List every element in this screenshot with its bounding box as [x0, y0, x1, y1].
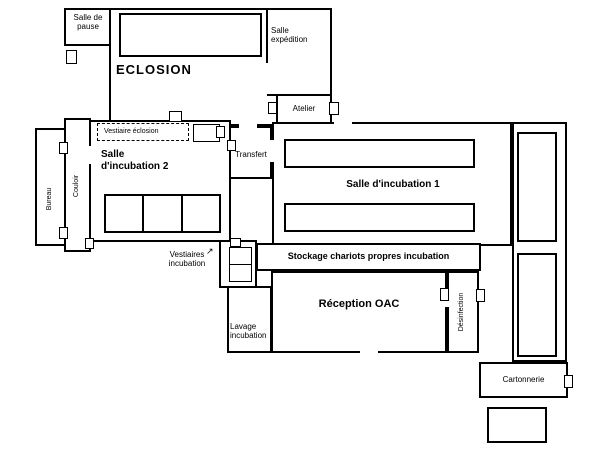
- door-symbol: [85, 238, 94, 249]
- door-symbol: [230, 238, 241, 247]
- locker-bottom: [229, 264, 252, 282]
- door-symbol: [216, 126, 225, 138]
- expedition-wall: [266, 10, 268, 63]
- door-opening: [269, 140, 276, 162]
- desinfection-label: Désinfection: [457, 292, 465, 332]
- vestiaire-eclosion-box: [97, 123, 189, 141]
- door-symbol: [59, 227, 68, 239]
- stockage-chariots-label: Stockage chariots propres incubation: [287, 251, 450, 261]
- room-stockage-chariots: [256, 243, 481, 271]
- lavage-incubation-label: Lavage incubation: [230, 322, 267, 341]
- transfert-label: Transfert: [235, 150, 267, 159]
- door-symbol: [66, 50, 77, 64]
- door-opening: [88, 146, 93, 164]
- door-symbol: [440, 288, 449, 301]
- right-wing-rack-bottom: [517, 253, 557, 357]
- room-cartonnerie: [479, 362, 568, 398]
- eclosion-label: ECLOSION: [116, 62, 192, 77]
- door-symbol: [268, 102, 277, 114]
- salle-incubation-2-label: Salle d'incubation 2: [101, 149, 169, 172]
- door-symbol: [329, 102, 339, 115]
- couloir-label: Couloir: [72, 174, 80, 198]
- door-symbol: [169, 111, 182, 122]
- reception-oac-label: Réception OAC: [318, 298, 400, 310]
- vestiaires-arrow: ↗: [206, 246, 214, 256]
- incubation-1-rack-bottom: [284, 203, 475, 232]
- incubation-2-equipment: [104, 194, 221, 233]
- room-reception-oac: [271, 271, 447, 353]
- door-opening: [360, 349, 378, 355]
- cartonnerie-label: Cartonnerie: [502, 375, 545, 384]
- door-symbol: [564, 375, 573, 388]
- door-symbol: [476, 289, 485, 302]
- locker-top: [229, 247, 252, 265]
- salle-expedition-label: Salle expédition: [271, 26, 308, 45]
- incubator-cell: [183, 196, 219, 231]
- room-annex: [487, 407, 547, 443]
- bureau-label: Bureau: [45, 187, 53, 211]
- door-opening: [334, 120, 352, 126]
- room-salle-de-pause: [64, 8, 111, 46]
- expedition-bottom-wall: [267, 94, 279, 96]
- salle-de-pause-label: Salle de pause: [73, 13, 103, 32]
- incubation-1-rack-top: [284, 139, 475, 168]
- door-opening: [239, 122, 257, 128]
- incubator-cell: [144, 196, 183, 231]
- vestiaire-eclosion-label: Vestiaire éclosion: [104, 128, 159, 135]
- right-wing-rack-top: [517, 132, 557, 242]
- salle-incubation-1-label: Salle d'incubation 1: [346, 179, 440, 190]
- incubator-cell: [106, 196, 145, 231]
- room-desinfection: [447, 271, 479, 353]
- atelier-label: Atelier: [292, 104, 316, 113]
- vestiaires-incubation-label: Vestiaires incubation: [168, 250, 206, 269]
- door-symbol: [227, 140, 236, 151]
- eclosion-equipment: [119, 13, 262, 57]
- room-lavage-incubation: [227, 286, 272, 353]
- door-symbol: [59, 142, 68, 154]
